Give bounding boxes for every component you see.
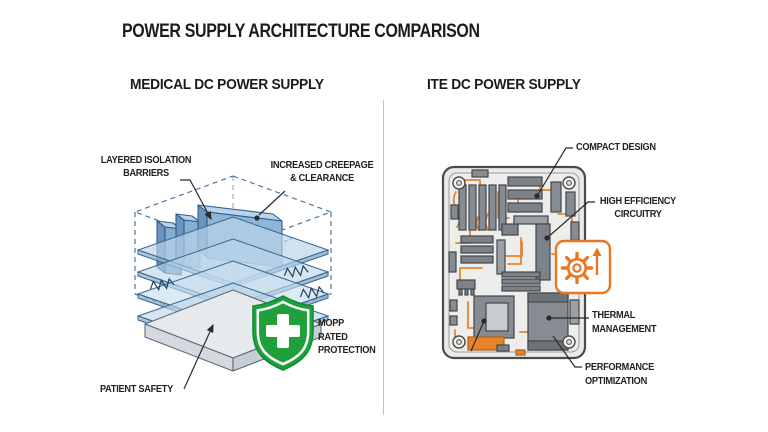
label-performance-optimization: PERFORMANCE OPTIMIZATION [585, 362, 655, 387]
label-thermal-management: THERMAL MANAGEMENT [592, 310, 657, 335]
page-title: POWER SUPPLY ARCHITECTURE COMPARISON [122, 21, 480, 42]
heatsink-fins [458, 184, 507, 231]
label-layered-isolation-barriers: LAYERED ISOLATION BARRIERS [100, 155, 192, 179]
mid-slat-heatsink [501, 271, 541, 292]
callout-line-transformer [470, 320, 485, 352]
left-slat-heatsink [460, 235, 494, 264]
label-high-efficiency-circuitry: HIGH EFFICIENCY CIRCUITRY [599, 196, 677, 220]
thermal-block [527, 292, 569, 351]
callout-line-creepage [258, 190, 286, 216]
callout-line-efficiency [546, 201, 595, 239]
mounting-holes [452, 176, 576, 349]
section-divider [383, 100, 384, 415]
orange-component [467, 336, 505, 351]
pcb-components [448, 169, 580, 356]
label-mopp-rated-protection: MOPP RATED PROTECTION [318, 318, 376, 356]
callout-line-performance [552, 335, 582, 368]
gear-up-arrow-icon [554, 239, 612, 295]
label-patient-safety: PATIENT SAFETY [100, 384, 173, 395]
ite-callout-dots [481, 193, 552, 324]
label-increased-creepage-clearance: INCREASED CREEPAGE & CLEARANCE [270, 160, 374, 184]
ite-section-heading: ITE DC POWER SUPPLY [427, 76, 581, 93]
callout-line-compact [536, 147, 573, 197]
medical-psu-illustration [133, 175, 333, 390]
label-compact-design: COMPACT DESIGN [576, 142, 656, 153]
medical-section-heading: MEDICAL DC POWER SUPPLY [130, 76, 324, 93]
ite-psu-illustration [441, 147, 612, 368]
three-pin-component [456, 279, 476, 296]
ite-callout-lines [470, 147, 595, 368]
medical-callout-lines [180, 179, 286, 390]
callout-line-patient-safety [183, 323, 214, 390]
slat-heatsink [507, 176, 543, 213]
transformer-block [473, 295, 515, 339]
callout-dot-creepage [254, 215, 260, 221]
callout-line-isolation [180, 179, 212, 221]
shield-cross-icon [252, 295, 314, 371]
